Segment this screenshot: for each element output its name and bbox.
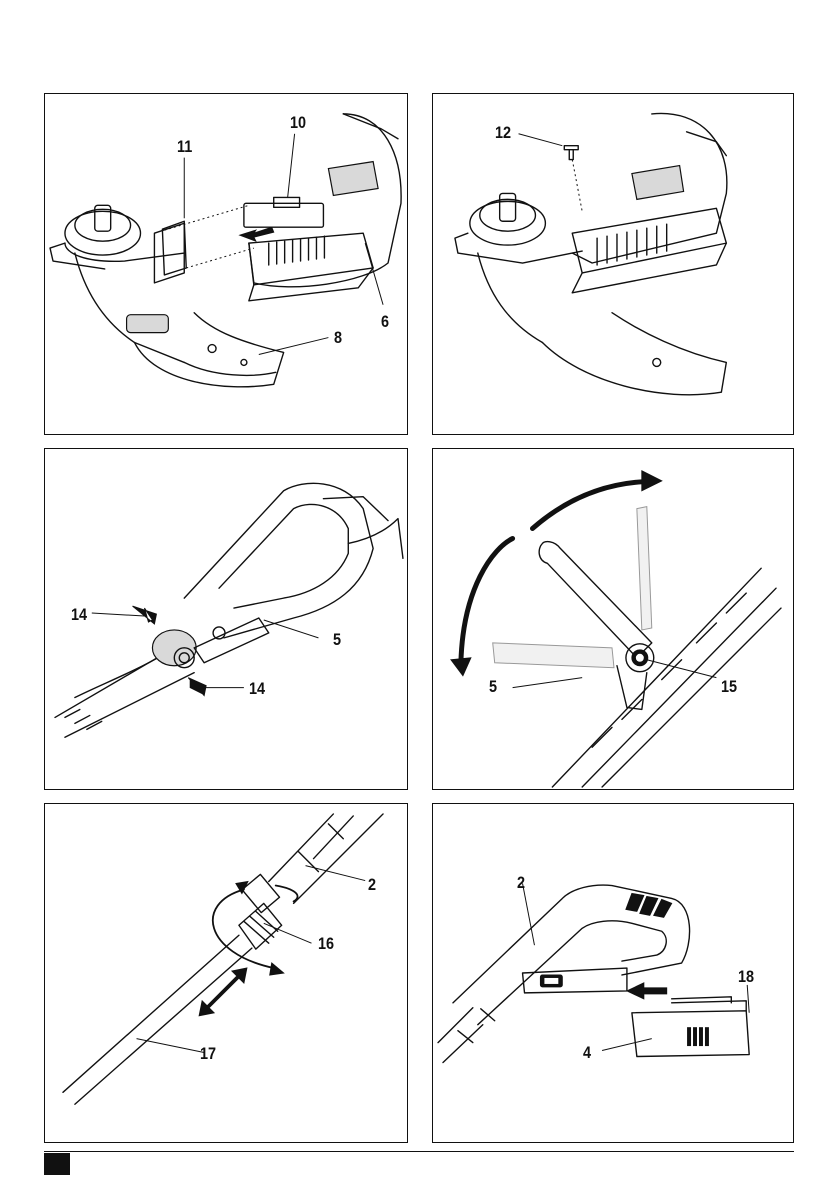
callout-12: 12 [495,124,511,141]
callout-14-top: 14 [71,606,87,623]
callout-4: 4 [583,1044,591,1061]
arrow-icon [199,968,247,1016]
figure-b-illustration [433,94,793,434]
figure-c: 14 5 14 [44,448,408,790]
figure-a: 11 10 6 8 [44,93,408,435]
arrow-icon [627,983,667,999]
callout-5: 5 [333,631,341,648]
figure-c-illustration [45,449,407,789]
callout-6: 6 [381,313,389,330]
figure-a-illustration [45,94,407,434]
figure-f: 2 18 4 [432,803,794,1143]
arrow-icon [188,678,206,696]
figure-e-illustration [45,804,407,1142]
callout-8: 8 [334,329,342,346]
callout-17: 17 [200,1045,216,1062]
callout-18: 18 [738,968,754,985]
figure-d-illustration [433,449,793,789]
callout-2: 2 [517,874,525,891]
callout-15: 15 [721,678,737,695]
callout-16: 16 [318,935,334,952]
black-square-icon [44,1153,70,1175]
callout-5: 5 [489,678,497,695]
footer-rule [44,1151,794,1152]
figure-d: 5 15 [432,448,794,790]
callout-14-bottom: 14 [249,680,265,697]
callout-2: 2 [368,876,376,893]
arrow-icon [133,606,157,624]
arrow-icon [240,227,274,241]
figure-e: 2 16 17 [44,803,408,1143]
callout-11: 11 [177,138,192,155]
callout-10: 10 [290,114,306,131]
figure-b: 12 [432,93,794,435]
